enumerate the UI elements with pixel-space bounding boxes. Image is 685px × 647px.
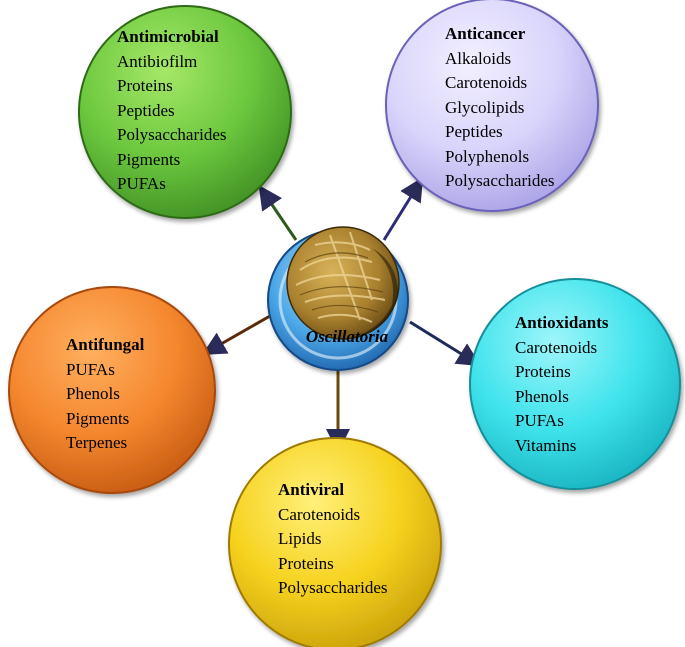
list-item: Proteins [117, 76, 173, 95]
antimicrobial-group: Antimicrobial Antibiofilm Proteins Pepti… [117, 25, 227, 197]
list-item: Pigments [66, 408, 130, 428]
antioxidants-bubble [469, 278, 681, 490]
list-item: Proteins [515, 362, 571, 381]
list-item: Peptides [117, 100, 175, 120]
connector-anticancer [382, 176, 424, 241]
list-item: Glycolipids [445, 97, 525, 117]
antifungal-bubble [8, 286, 216, 494]
list-item: Polyphenols [445, 146, 530, 166]
list-item: Peptides [445, 122, 503, 141]
list-item: Polysaccharides [445, 171, 555, 190]
list-item: Pigments [117, 149, 181, 169]
list-item: PUFAs [117, 174, 166, 193]
list-item: Terpenes [66, 433, 128, 452]
anticancer-title: Anticancer [445, 24, 526, 43]
antioxidants-title: Antioxidants [515, 313, 609, 332]
list-item: Proteins [278, 553, 334, 573]
center-label: Oscillatoria [305, 327, 389, 346]
list-item: Polysaccharides [278, 578, 388, 597]
list-item: Phenols [66, 384, 120, 403]
list-item: Carotenoids [278, 504, 361, 524]
list-item: Vitamins [515, 435, 577, 455]
list-item: Carotenoids [445, 73, 528, 92]
antifungal-title: Antifungal [66, 335, 145, 354]
list-item: Alkaloids [445, 48, 512, 68]
list-item: Lipids [278, 529, 322, 548]
list-item: Carotenoids [515, 337, 598, 357]
list-item: Antibiofilm [117, 51, 198, 71]
anticancer-bubble [385, 0, 599, 212]
list-item: PUFAs [515, 411, 564, 430]
antimicrobial-bubble [78, 5, 292, 219]
antioxidants-group: Antioxidants Carotenoids Proteins Phenol… [515, 311, 609, 458]
oscillatoria-micrograph-icon [286, 226, 400, 340]
list-item: PUFAs [66, 359, 115, 379]
antiviral-bubble [228, 437, 442, 647]
connector-antioxidants [409, 320, 482, 367]
connector-antimicrobial [258, 185, 298, 241]
list-item: Phenols [515, 386, 569, 406]
antimicrobial-title: Antimicrobial [117, 27, 219, 46]
antiviral-title: Antiviral [278, 480, 345, 499]
anticancer-group: Anticancer Alkaloids Carotenoids Glycoli… [445, 22, 555, 194]
connector-antifungal [201, 314, 271, 355]
list-item: Polysaccharides [117, 125, 227, 144]
antiviral-group: Antiviral Carotenoids Lipids Proteins Po… [278, 478, 388, 601]
antifungal-group: Antifungal PUFAs Phenols Pigments Terpen… [66, 333, 144, 456]
